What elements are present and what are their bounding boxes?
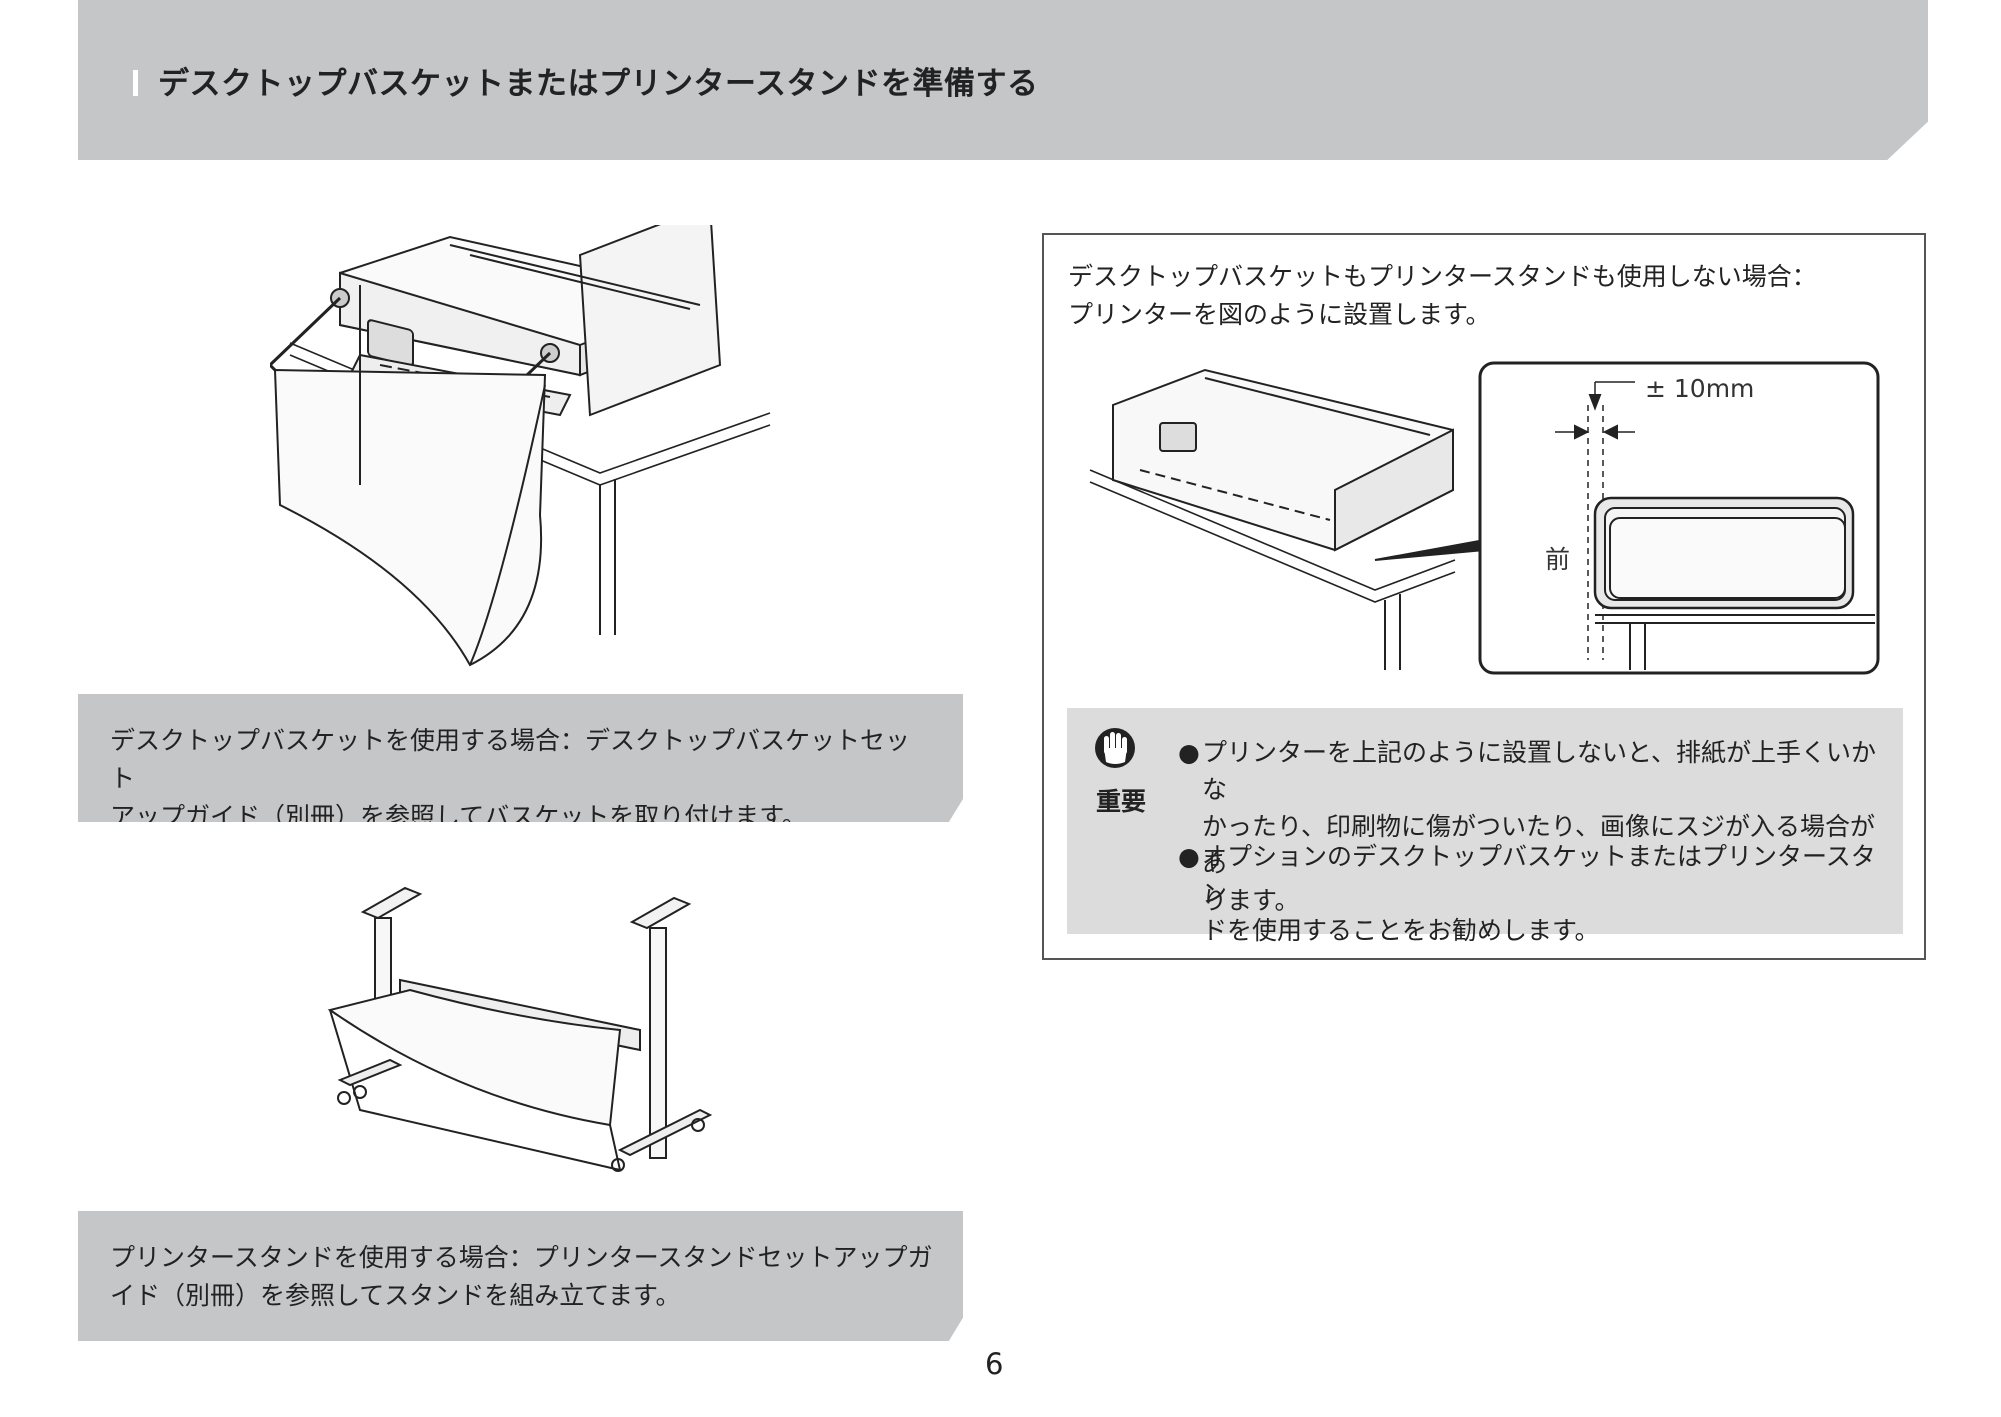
stand-caption-line-2: イド（別冊）を参照してスタンドを組み立てます。: [110, 1281, 681, 1310]
section-header: [78, 0, 1928, 160]
note-heading-line-1: デスクトップバスケットもプリンタースタンドも使用しない場合：: [1068, 262, 1817, 291]
note-heading: デスクトップバスケットもプリンタースタンドも使用しない場合： プリンターを図のよ…: [1068, 258, 1888, 334]
important-item-1-line-2: かったり、印刷物に傷がついたり、画像にスジが入る場合があ: [1202, 812, 1876, 878]
dimension-label: ± 10mm: [1645, 374, 1755, 403]
placement-diagram: [1085, 360, 1885, 680]
stand-caption-line-1: プリンタースタンドを使用する場合：プリンタースタンドセットアップガ: [110, 1243, 933, 1272]
important-item-2-line-2: ドを使用することをお勧めします。: [1202, 916, 1600, 945]
front-label: 前: [1545, 545, 1571, 574]
bullet-icon: ●: [1178, 842, 1200, 871]
basket-caption-line-2: アップガイド（別冊）を参照してバスケットを取り付けます。: [110, 802, 807, 831]
important-notice: [1067, 708, 1903, 934]
header-accent-bar: [133, 70, 138, 96]
important-item-1-line-3: ります。: [1202, 886, 1300, 915]
stand-caption: プリンタースタンドを使用する場合：プリンタースタンドセットアップガ イド（別冊）…: [78, 1211, 963, 1341]
important-item-1-line-1: プリンターを上記のように設置しないと、排紙が上手くいかな: [1202, 738, 1877, 804]
printer-stand-illustration: [320, 880, 720, 1180]
important-label: 重要: [1096, 787, 1147, 816]
stop-hand-icon: [1093, 724, 1137, 776]
note-heading-line-2: プリンターを図のように設置します。: [1068, 300, 1491, 329]
desktop-basket-illustration: [270, 225, 790, 675]
basket-caption: デスクトップバスケットを使用する場合：デスクトップバスケットセット アップガイド…: [78, 694, 963, 822]
important-item-1: ● プリンターを上記のように設置しないと、排紙が上手くいかな かったり、印刷物に…: [1178, 734, 1890, 919]
page-title: デスクトップバスケットまたはプリンタースタンドを準備する: [158, 66, 1039, 102]
bullet-icon: ●: [1178, 738, 1200, 767]
basket-caption-line-1: デスクトップバスケットを使用する場合：デスクトップバスケットセット: [110, 726, 911, 793]
important-item-2: ● オプションのデスクトップバスケットまたはプリンタースタン ドを使用することを…: [1178, 838, 1890, 949]
page-number: 6: [985, 1347, 1004, 1381]
important-item-2-line-1: オプションのデスクトップバスケットまたはプリンタースタン: [1202, 842, 1876, 908]
